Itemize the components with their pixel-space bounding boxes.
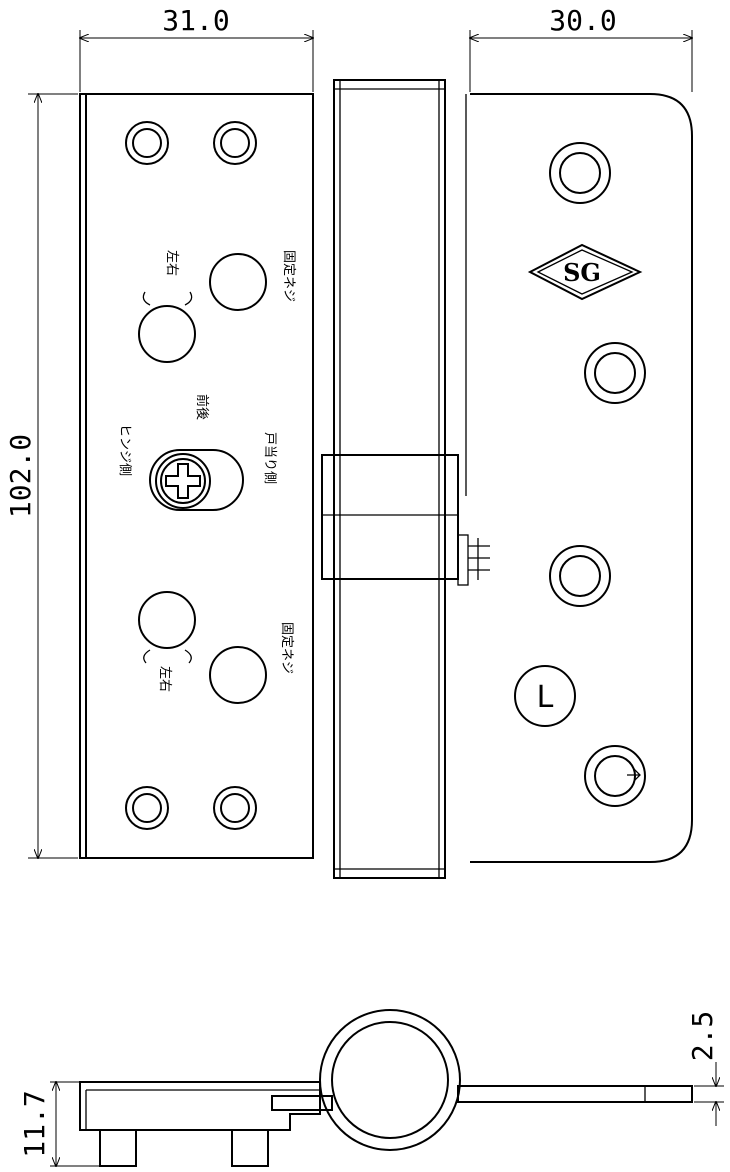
fixing-screw-hole [209,646,267,704]
sg-mark-text: SG [563,258,601,287]
dimension-thickness-value: 11.7 [18,1090,51,1157]
pin-stop [457,534,490,586]
label-front-back: 前後 [194,394,210,420]
left-right-adjust-hole [138,591,196,649]
dimension-height-value: 102.0 [4,434,37,518]
dimension-plate-thickness: 2.5 [686,1011,724,1126]
left-right-adjust-hole [138,305,196,363]
left-right-arrow-icon [142,291,193,306]
dimension-flap-width-value: 30.0 [549,4,616,37]
mounting-hole [584,342,646,404]
mounting-hole [549,545,611,607]
hinge-barrel [333,79,446,879]
dimension-plate-thickness-value: 2.5 [686,1011,719,1062]
label-fixing-screw-bottom: 固定ネジ [279,622,294,674]
cross-screw-icon [165,463,201,499]
label-left-right-top: 左右 [164,250,179,276]
label-door-stop-side: 戸当り側 [262,432,277,484]
mounting-hole [584,745,646,807]
dimension-leaf-width: 31.0 [80,4,313,92]
barrel-section-inner [331,1021,449,1139]
barrel-section-outer [319,1009,461,1151]
label-left-right-bottom: 左右 [157,666,172,692]
dimension-flap-width: 30.0 [470,4,692,92]
side-view [79,1009,693,1167]
mounting-hole [125,121,169,165]
mounting-hole [213,786,257,830]
dimension-leaf-width-value: 31.0 [162,4,229,37]
label-fixing-screw-top: 固定ネジ [281,250,296,302]
eccentric-screw [149,449,244,511]
dimension-height: 102.0 [4,94,78,858]
mounting-hole [213,121,257,165]
hinge-collar [321,454,459,580]
pointer-arrow-icon [627,768,641,782]
left-leaf-plate [79,93,314,859]
sg-mark: SG [527,243,643,301]
fixing-screw-hole [209,253,267,311]
hand-mark-text: L [537,680,554,715]
label-hinge-side: ヒンジ側 [117,424,132,476]
dimension-thickness: 11.7 [18,1082,100,1166]
left-right-arrow-icon [143,649,192,664]
mounting-hole [549,142,611,204]
right-flap-plate [470,93,693,863]
mounting-hole [125,786,169,830]
hand-mark: L [514,665,576,727]
